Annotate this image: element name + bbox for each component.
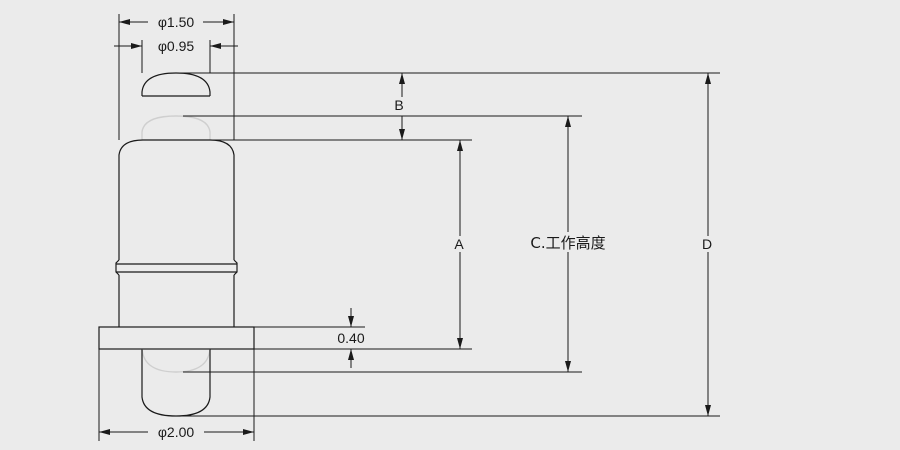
dim-flange-thickness-label: 0.40 bbox=[337, 330, 364, 346]
dim-d: D bbox=[699, 73, 717, 416]
dim-diameter-base: φ2.00 bbox=[99, 424, 254, 440]
dim-flange-thickness: 0.40 bbox=[337, 308, 365, 368]
part-outline bbox=[98, 72, 255, 417]
dim-b-label: B bbox=[394, 97, 403, 113]
dim-c-working-height: C.工作高度 bbox=[516, 116, 620, 372]
extension-lines bbox=[98, 14, 720, 441]
dim-b: B bbox=[394, 73, 405, 140]
barrel-groove bbox=[115, 259, 238, 276]
dim-c-label: C.工作高度 bbox=[530, 234, 605, 252]
tail-hidden bbox=[141, 348, 211, 373]
dim-diameter-tip: φ0.95 bbox=[114, 38, 238, 54]
plunger-tip-top bbox=[141, 72, 211, 96]
dim-diameter-tip-label: φ0.95 bbox=[158, 38, 195, 54]
dim-d-label: D bbox=[702, 236, 712, 252]
dim-diameter-top-label: φ1.50 bbox=[158, 14, 195, 30]
flange bbox=[98, 326, 255, 350]
barrel-body bbox=[118, 139, 235, 260]
dim-diameter-base-label: φ2.00 bbox=[158, 424, 195, 440]
dim-diameter-top: φ1.50 bbox=[119, 14, 234, 30]
tail-outline bbox=[141, 349, 211, 417]
dim-a: A bbox=[451, 140, 469, 349]
dim-a-label: A bbox=[454, 236, 464, 252]
plunger-hidden-upper bbox=[141, 115, 211, 140]
